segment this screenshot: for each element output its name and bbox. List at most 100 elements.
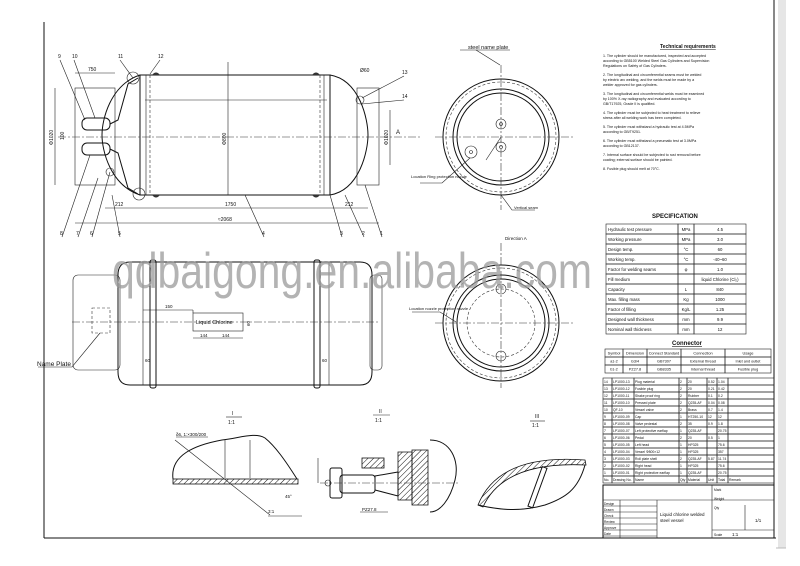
direction-a-label: Direction A: [505, 236, 527, 241]
parts-header: Material: [688, 478, 700, 482]
parts-cell: HP325: [688, 443, 698, 447]
slope-note: 3:1: [268, 509, 275, 514]
connector-cell: GB8335: [657, 368, 671, 372]
parts-cell: 20: [688, 380, 692, 384]
parts-cell: 12: [718, 415, 722, 419]
parts-cell: 1: [718, 436, 720, 440]
location-nozzle-label: Location nozzle protection nozzle: [409, 306, 469, 311]
parts-cell: Fusible plug: [635, 387, 653, 391]
parts-cell: Roll plate shell: [635, 457, 657, 461]
part-callout: 12: [158, 54, 164, 60]
parts-cell: Q235-AF: [688, 401, 702, 405]
parts-cell: 12: [604, 394, 608, 398]
parts-cell: 1: [680, 471, 682, 475]
part-callout: 9: [58, 54, 61, 60]
parts-header: Unit: [708, 478, 714, 482]
parts-cell: 0.1: [708, 394, 713, 398]
weld-note: δ6, 1:×300/200: [176, 432, 207, 437]
parts-cell: 0.21: [708, 387, 715, 391]
parts-cell: Left protective earflap: [635, 429, 668, 433]
parts-cell: Plug material: [635, 380, 655, 384]
part-callout: 4: [262, 231, 265, 237]
parts-cell: 75.6: [718, 464, 725, 468]
dim-label-a: 144: [200, 333, 208, 338]
part-callout: 3: [340, 231, 343, 237]
parts-cell: Vessel valve: [635, 408, 654, 412]
parts-cell: 7: [604, 429, 606, 433]
spec-label: Hydraulic test pressure: [608, 227, 653, 232]
title-block-label: Review: [604, 520, 615, 524]
dim-band-right: 60: [322, 358, 328, 363]
specification-title: SPECIFICATION: [652, 214, 698, 220]
parts-cell: Left head: [635, 443, 649, 447]
part-callout: 1: [380, 231, 383, 237]
parts-header: No.: [604, 478, 609, 482]
parts-cell: 1: [604, 471, 606, 475]
parts-cell: Vessel Φ800×12: [635, 450, 660, 454]
parts-cell: 1: [680, 415, 682, 419]
side-view: Name Plate Liquid Chlorine 150 144 144 6…: [37, 259, 383, 389]
parts-cell: LP1000-07: [613, 429, 630, 433]
connector-cell: GB7307: [657, 360, 671, 364]
parts-cell: 14: [604, 380, 608, 384]
parts-cell: 0.08: [718, 401, 725, 405]
parts-cell: 20: [688, 436, 692, 440]
note-item: 7. Internal surface should be subjected …: [603, 153, 701, 162]
spec-label: Design temp.: [608, 247, 633, 252]
parts-cell: 1: [680, 429, 682, 433]
parts-cell: LP1000-08: [613, 422, 630, 426]
parts-cell: LP1000-12: [613, 387, 630, 391]
parts-cell: Shake proof ring: [635, 394, 660, 398]
parts-cell: HP325: [688, 450, 698, 454]
connector-cell: Fusible plug: [738, 368, 758, 372]
title-block-label: Approve: [604, 526, 616, 530]
spec-label: Max. filling mass: [608, 297, 640, 302]
detail-1-scale: 1:1: [228, 420, 235, 426]
parts-cell: LP1000-04: [613, 450, 630, 454]
parts-cell: 13: [604, 387, 608, 391]
spec-unit: Kg: [683, 297, 689, 302]
parts-cell: 35: [688, 422, 692, 426]
parts-cell: LP1000-02: [613, 464, 630, 468]
parts-cell: 6: [604, 436, 606, 440]
steel-name-plate-label: steel name plate: [468, 45, 508, 51]
detail-3-scale: 1:1: [532, 423, 539, 429]
spec-label: Working temp.: [608, 257, 636, 262]
parts-cell: LP1000-11: [613, 394, 629, 398]
part-callout: 5: [118, 231, 121, 237]
parts-cell: 2: [680, 408, 682, 412]
detail-3-id: III: [535, 414, 539, 420]
parts-cell: 0.04: [708, 401, 715, 405]
parts-cell: 1: [680, 464, 682, 468]
detail-view-2: II 1:1 PZ27.8: [317, 409, 460, 513]
spec-unit: Kg/L: [682, 307, 691, 312]
spec-label: Factor for welding seams: [608, 267, 656, 272]
parts-cell: 2: [680, 380, 682, 384]
sheet-number: 1/1: [755, 518, 762, 523]
parts-cell: QF-10: [613, 408, 623, 412]
title-block-label: Drawn: [604, 508, 614, 512]
spec-value: 1.25: [716, 307, 725, 312]
title-block-label: Weight: [714, 497, 724, 501]
connector-title: Connector: [672, 341, 703, 347]
note-item: 2. The longitudinal and circumferential …: [603, 73, 701, 87]
parts-cell: 0.2: [718, 394, 723, 398]
parts-cell: 0.7: [708, 408, 713, 412]
parts-cell: Q235-AF: [688, 471, 702, 475]
parts-cell: Q235-AF: [688, 457, 702, 461]
part-callout: 7: [76, 231, 79, 237]
dim-top-left: 750: [88, 67, 97, 73]
parts-header: Remark: [729, 478, 741, 482]
detail-view-3: III 1:1: [477, 414, 587, 511]
parts-cell: LP1000-03: [613, 457, 630, 461]
parts-cell: 2: [604, 464, 606, 468]
dim-left-head: 212: [115, 202, 124, 208]
connector-cell: b1-2: [610, 368, 618, 372]
note-item: 1. The cylinder should be manufactured, …: [603, 54, 709, 68]
dim-diameter: Φ800: [222, 132, 228, 145]
end-view-top: steel name plate Location Ring protectio…: [411, 45, 575, 211]
parts-cell: LP1000-09: [613, 415, 630, 419]
